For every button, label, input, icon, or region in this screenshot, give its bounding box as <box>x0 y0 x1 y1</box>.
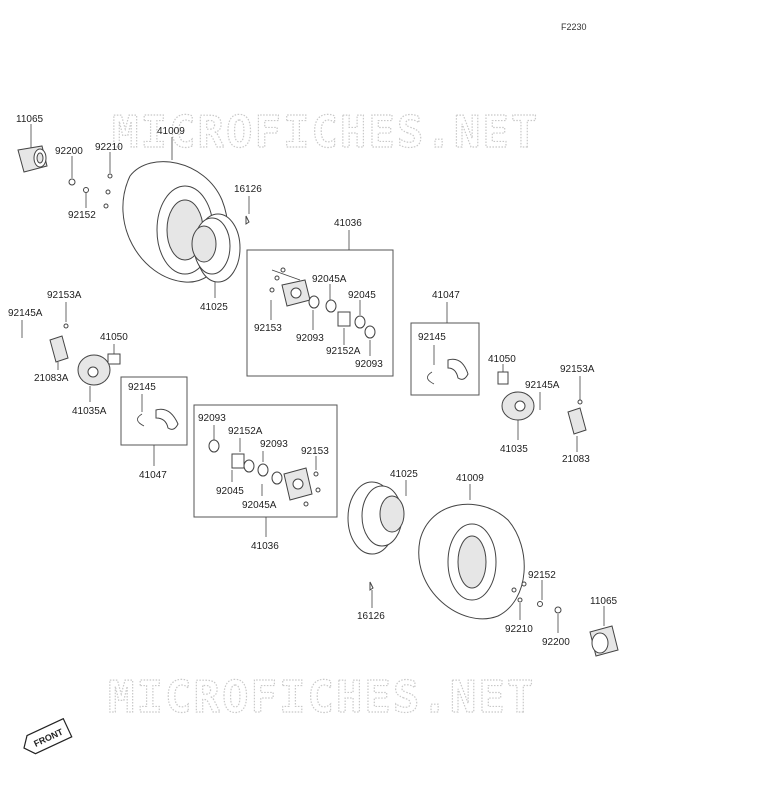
stud-92210-top-b[interactable] <box>105 189 111 195</box>
hub-flange-top[interactable] <box>281 279 311 307</box>
label-41009-bot[interactable]: 41009 <box>456 473 484 484</box>
seal-92045A-bot[interactable] <box>271 471 283 485</box>
hub-cap-11065-top[interactable] <box>17 145 48 173</box>
label-92093-top-a[interactable]: 92093 <box>296 333 324 344</box>
label-92093-bot-b[interactable]: 92093 <box>260 439 288 450</box>
label-41050-left[interactable]: 41050 <box>100 332 128 343</box>
label-41036-top[interactable]: 41036 <box>334 218 362 229</box>
washer-92152-top[interactable] <box>83 187 89 193</box>
label-92200-bot[interactable]: 92200 <box>542 637 570 648</box>
front-direction-badge: FRONT <box>23 717 73 755</box>
label-16126-top[interactable]: 16126 <box>234 184 262 195</box>
label-41025-top[interactable]: 41025 <box>200 302 228 313</box>
spring-92145-left[interactable] <box>137 413 145 427</box>
bolt-92153-bot-b[interactable] <box>315 487 321 493</box>
cam-41050-left[interactable] <box>107 353 121 365</box>
label-16126-bot[interactable]: 16126 <box>357 611 385 622</box>
label-92045-top[interactable]: 92045 <box>348 290 376 301</box>
brake-panel-41035-right[interactable] <box>501 391 535 421</box>
bolt-92153A-left[interactable] <box>63 323 69 329</box>
label-92145A-right[interactable]: 92145A <box>525 380 560 391</box>
kit-box-41036-bottom <box>193 404 338 518</box>
rim-41025-top[interactable] <box>191 213 241 283</box>
nut-92200-top[interactable] <box>68 178 76 186</box>
bolt-92153A-right[interactable] <box>577 399 583 405</box>
stud-92210-top-a[interactable] <box>107 173 113 179</box>
label-92152-top[interactable]: 92152 <box>68 210 96 221</box>
label-11065-bot[interactable]: 11065 <box>590 596 618 607</box>
label-41009-top[interactable]: 41009 <box>157 126 185 137</box>
tire-41009-bottom[interactable] <box>418 503 525 620</box>
label-41036-bot[interactable]: 41036 <box>251 541 279 552</box>
rim-41025-bottom[interactable] <box>347 481 405 555</box>
brake-shoe-right[interactable] <box>447 358 469 380</box>
lever-21083-right[interactable] <box>567 407 587 435</box>
label-92045-bot[interactable]: 92045 <box>216 486 244 497</box>
valve-16126-top[interactable] <box>245 215 250 225</box>
bolt-92153-top-b[interactable] <box>274 275 280 281</box>
diagram-code: F2230 <box>561 22 587 32</box>
seal-92093-top-a[interactable] <box>325 299 337 313</box>
watermark-bottom: MICROFICHES.NET <box>108 672 535 723</box>
bearing-92045-bot[interactable] <box>243 459 255 473</box>
stud-92210-top-c[interactable] <box>103 203 109 209</box>
bolt-92153-bot-a[interactable] <box>313 471 319 477</box>
spacer-92152A-top[interactable] <box>337 311 351 327</box>
cam-41050-right[interactable] <box>497 371 509 385</box>
label-92210-bot[interactable]: 92210 <box>505 624 533 635</box>
label-92152-bot[interactable]: 92152 <box>528 570 556 581</box>
label-92153A-right[interactable]: 92153A <box>560 364 595 375</box>
label-92153-bot[interactable]: 92153 <box>301 446 329 457</box>
label-92210-top[interactable]: 92210 <box>95 142 123 153</box>
label-92152A-bot[interactable]: 92152A <box>228 426 263 437</box>
kit-box-41036-top <box>246 249 394 377</box>
seal-92093-top-b[interactable] <box>364 325 376 339</box>
watermark-top: MICROFICHES.NET <box>112 107 539 158</box>
hub-flange-bottom[interactable] <box>283 467 313 501</box>
label-21083-right[interactable]: 21083 <box>562 454 590 465</box>
label-41035-right[interactable]: 41035 <box>500 444 528 455</box>
label-92152A-top[interactable]: 92152A <box>326 346 361 357</box>
valve-16126-bottom[interactable] <box>369 581 374 591</box>
seal-92045A-top[interactable] <box>308 295 320 309</box>
label-92145A-left[interactable]: 92145A <box>8 308 43 319</box>
label-92093-bot-a[interactable]: 92093 <box>198 413 226 424</box>
label-21083A-left[interactable]: 21083A <box>34 373 69 384</box>
label-92153-top[interactable]: 92153 <box>254 323 282 334</box>
bolt-92153-bot-c[interactable] <box>303 501 309 507</box>
seal-92093-bot-b[interactable] <box>257 463 269 477</box>
label-92045A-top[interactable]: 92045A <box>312 274 347 285</box>
bolt-92153-top-c[interactable] <box>280 267 286 273</box>
label-41035A-left[interactable]: 41035A <box>72 406 107 417</box>
label-92200-top[interactable]: 92200 <box>55 146 83 157</box>
kit-box-41047-right <box>410 322 480 396</box>
stud-92210-bot-b[interactable] <box>517 597 523 603</box>
lever-21083A-left[interactable] <box>49 335 69 363</box>
label-41025-bot[interactable]: 41025 <box>390 469 418 480</box>
hub-cap-11065-bottom[interactable] <box>589 625 619 657</box>
washer-92152-bottom[interactable] <box>537 601 543 607</box>
bearing-92045-top[interactable] <box>354 315 366 329</box>
spring-92145-right[interactable] <box>427 371 435 385</box>
label-11065-top[interactable]: 11065 <box>16 114 44 125</box>
brake-shoe-left[interactable] <box>155 408 179 430</box>
seal-92093-bot-a[interactable] <box>208 439 220 453</box>
nut-92200-bottom[interactable] <box>554 606 562 614</box>
stud-92210-bot-c[interactable] <box>521 581 527 587</box>
label-41050-right[interactable]: 41050 <box>488 354 516 365</box>
label-92153A-left[interactable]: 92153A <box>47 290 82 301</box>
label-41047-right[interactable]: 41047 <box>432 290 460 301</box>
label-92145-left[interactable]: 92145 <box>128 382 156 393</box>
label-92145-right[interactable]: 92145 <box>418 332 446 343</box>
spacer-92152A-bot[interactable] <box>231 453 245 469</box>
stud-92210-bot-a[interactable] <box>511 587 517 593</box>
label-41047-left[interactable]: 41047 <box>139 470 167 481</box>
label-92045A-bot[interactable]: 92045A <box>242 500 277 511</box>
bolt-92153-top-a[interactable] <box>269 287 275 293</box>
brake-panel-41035A-left[interactable] <box>77 354 111 386</box>
label-92093-top-b[interactable]: 92093 <box>355 359 383 370</box>
